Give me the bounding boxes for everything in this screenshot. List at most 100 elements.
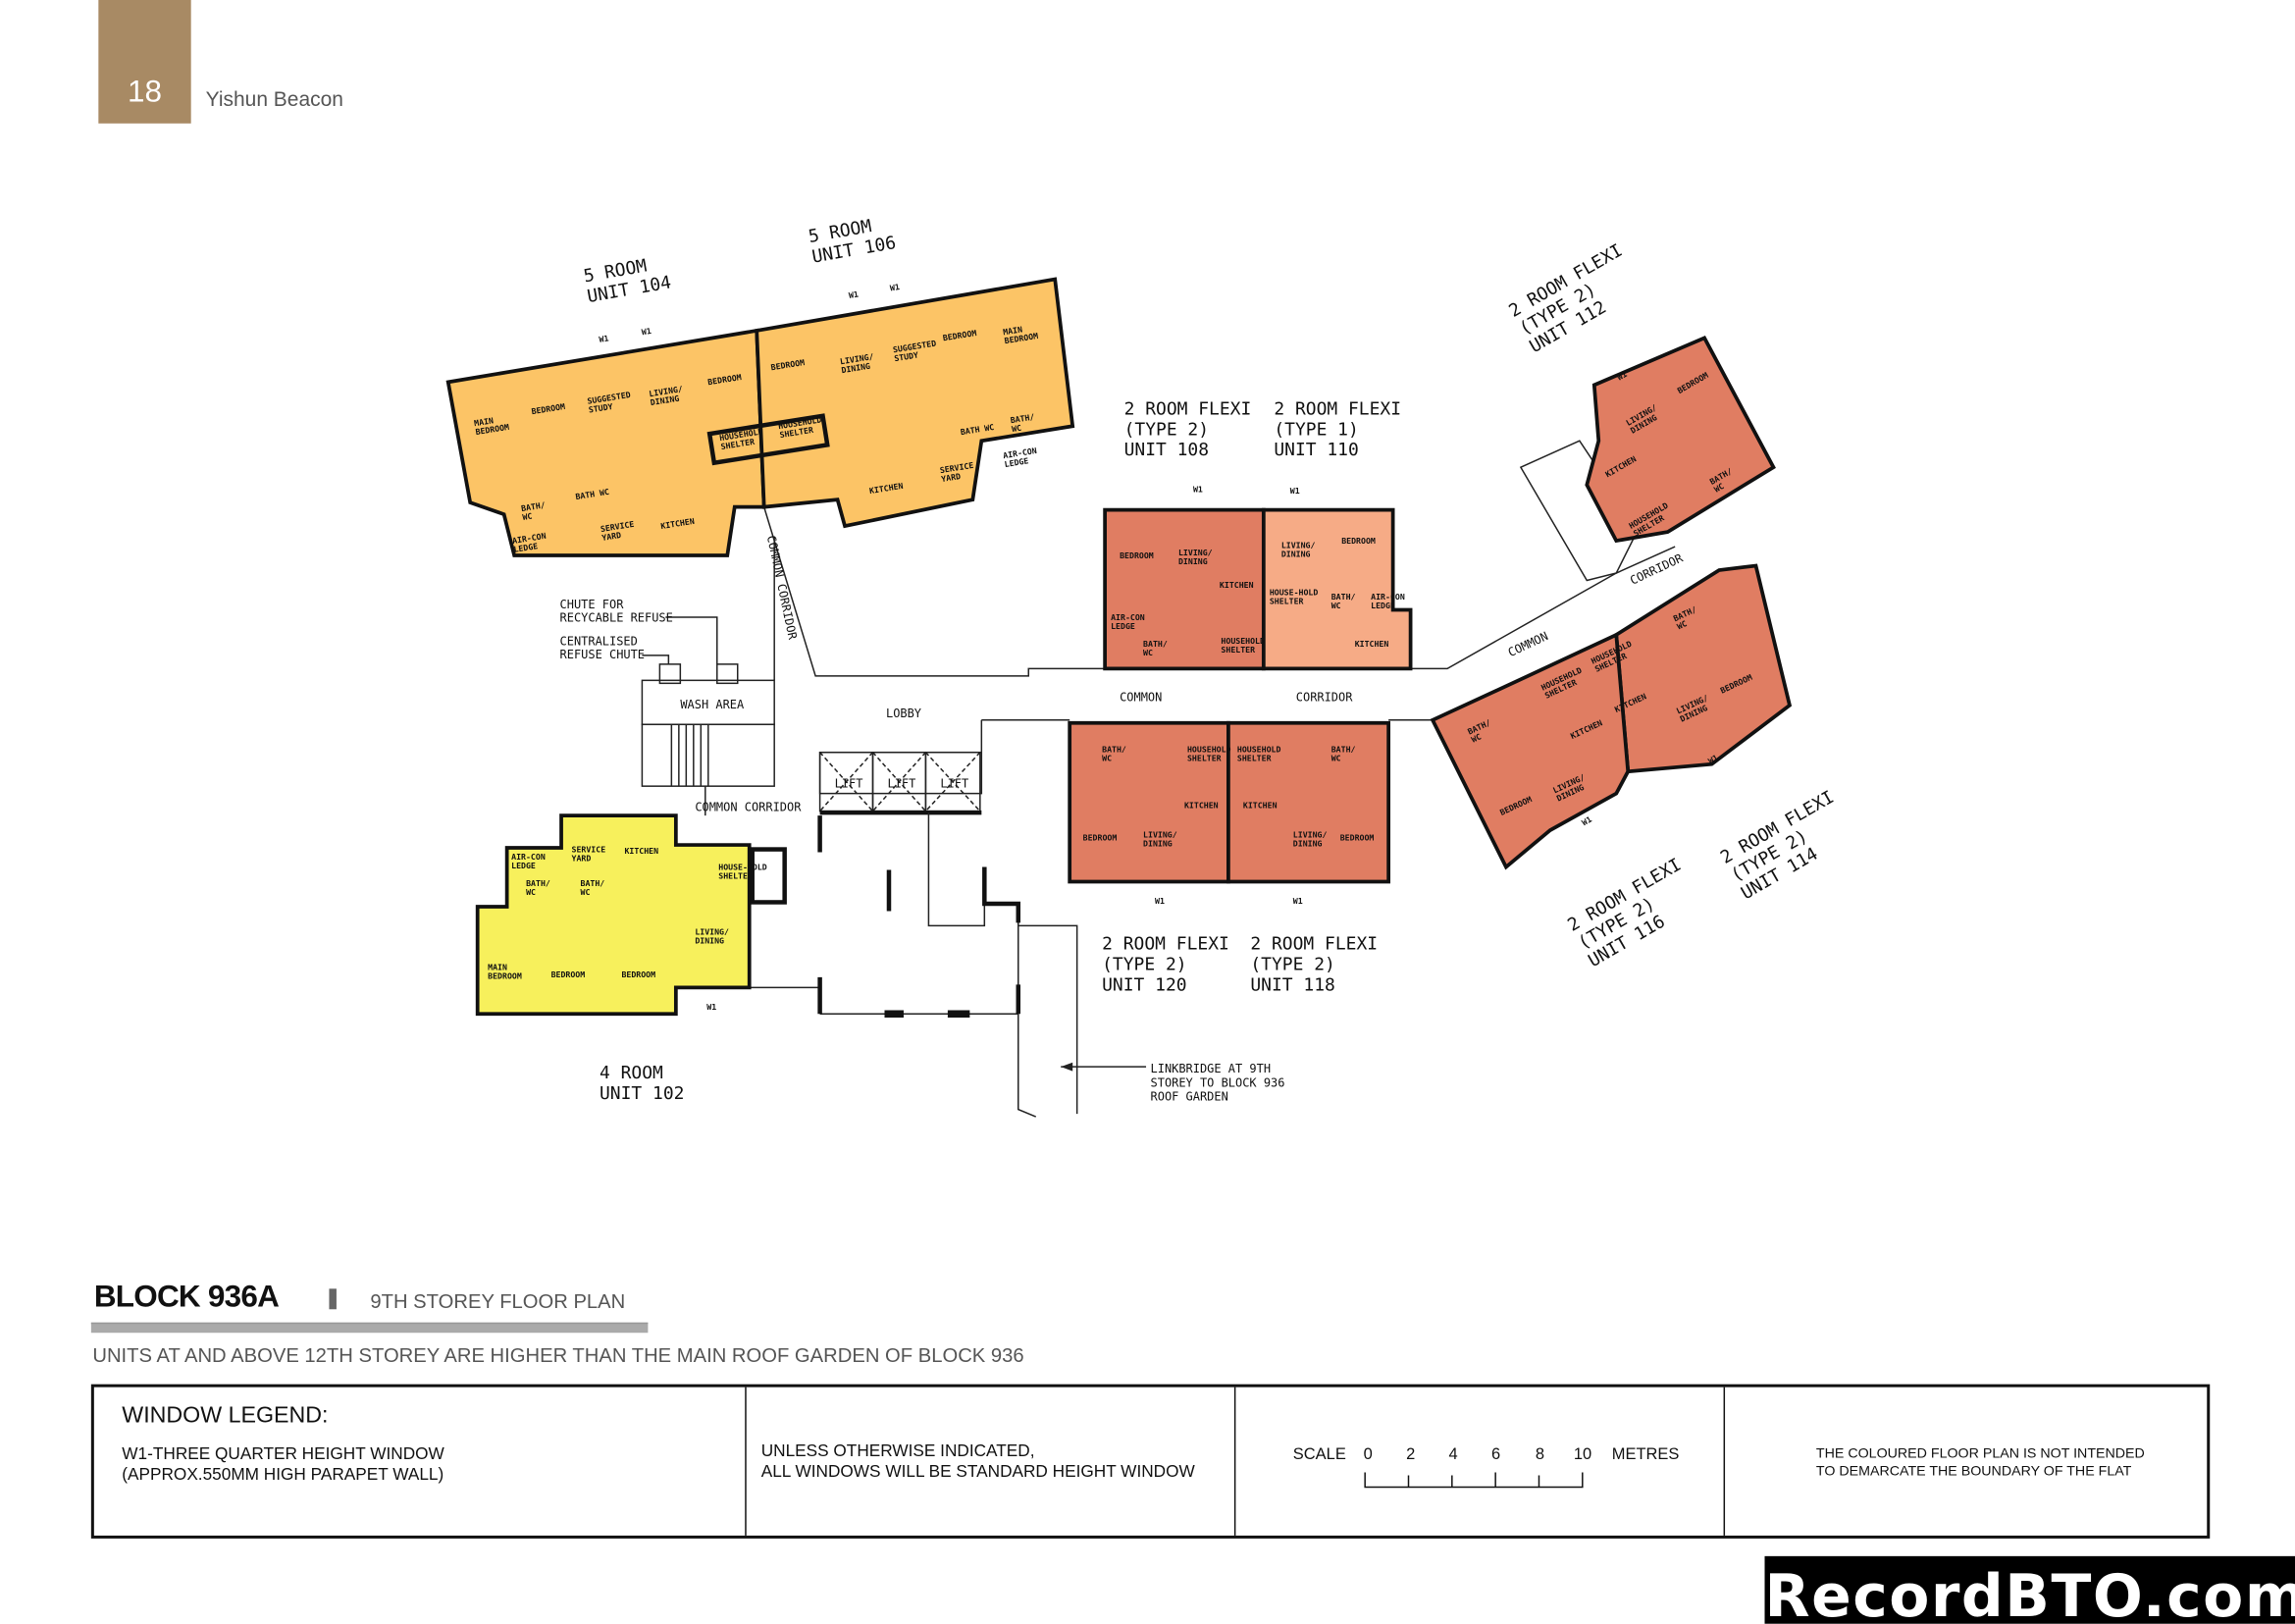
page-number-badge: 18 xyxy=(98,0,191,124)
room-label: BATH/WC xyxy=(1102,745,1126,763)
unit-label: 5 ROOMUNIT 104 xyxy=(582,252,672,307)
lift-label: LIFT xyxy=(887,777,915,791)
room-label: BEDROOM xyxy=(621,969,655,979)
room-label: BATH/WC xyxy=(526,878,550,897)
unit-labels: 5 ROOMUNIT 104 5 ROOMUNIT 106 2 ROOM FLEXI… xyxy=(582,212,1858,1104)
unit-118-area[interactable] xyxy=(1226,720,1391,884)
room-label: SERVICEYARD xyxy=(600,519,636,543)
scale-tick-label: 2 xyxy=(1406,1445,1416,1464)
leader-lines xyxy=(642,536,775,816)
lobby-label: LOBBY xyxy=(886,707,921,720)
disclaimer-cell: THE COLOURED FLOOR PLAN IS NOT INTENDED … xyxy=(1725,1388,2207,1536)
common-label: COMMON xyxy=(1506,629,1550,659)
unit-label: 5 ROOMUNIT 106 xyxy=(807,212,897,267)
window-tag: W1 xyxy=(599,333,609,343)
room-label: BEDROOM xyxy=(551,969,586,979)
unit-102-area[interactable] xyxy=(475,813,752,1017)
unit-label: 2 ROOM FLEXI(TYPE 2)UNIT 112 xyxy=(1505,240,1646,357)
room-label: BATH/WC xyxy=(520,499,547,522)
room-label: LIVING/DINING xyxy=(695,926,729,945)
window-tag: W1 xyxy=(1615,369,1629,383)
unit-114-area[interactable] xyxy=(1614,563,1793,774)
refuse-chute xyxy=(658,663,682,685)
units xyxy=(445,277,1793,1017)
unit-label: 2 ROOM FLEXI(TYPE 1)UNIT 110 xyxy=(1274,398,1401,460)
wall-outline xyxy=(749,812,1078,1118)
room-label: BEDROOM xyxy=(1340,833,1375,843)
room-label: BEDROOM xyxy=(1083,833,1118,843)
room-label: LIVING/DINING xyxy=(1178,548,1213,566)
storey-subtitle: 9TH STOREY FLOOR PLAN xyxy=(370,1289,626,1313)
standard-window-line: ALL WINDOWS WILL BE STANDARD HEIGHT WIND… xyxy=(760,1463,1195,1482)
room-label: LIVING/DINING xyxy=(649,384,685,407)
room-label: KITCHEN xyxy=(624,846,658,856)
scale-tick-label: 8 xyxy=(1535,1445,1545,1464)
watermark-logo: RecordBTO.com xyxy=(1764,1555,2295,1624)
wall xyxy=(817,815,1021,1015)
window-tag: W1 xyxy=(641,326,652,337)
unit-110-area[interactable] xyxy=(1261,507,1413,671)
room-label: KITCHEN xyxy=(1220,580,1254,590)
unit-106-area[interactable] xyxy=(755,277,1075,529)
room-label: LIVING/DINING xyxy=(1281,541,1316,559)
page-number: 18 xyxy=(128,75,162,109)
unit-116-area[interactable] xyxy=(1430,632,1631,870)
unit-112-area[interactable] xyxy=(1585,336,1776,544)
room-label: LIVING/DINING xyxy=(839,351,875,375)
unit-label: 2 ROOM FLEXI(TYPE 2)UNIT 116 xyxy=(1564,855,1705,971)
lift-cross-marks xyxy=(819,752,981,812)
disclaimer-line: TO DEMARCATE THE BOUNDARY OF THE FLAT xyxy=(1815,1463,2132,1480)
scale-tick-label: 6 xyxy=(1490,1445,1501,1464)
window-legend-line: (APPROX.550MM HIGH PARAPET WALL) xyxy=(122,1466,444,1485)
recyclable-chute xyxy=(716,663,739,685)
room-label: AIR-CONLEDGE xyxy=(1003,445,1039,469)
unit-label: 2 ROOM FLEXI(TYPE 2)UNIT 114 xyxy=(1717,787,1858,904)
room-label: BEDROOM xyxy=(1120,550,1154,560)
legend-table: WINDOW LEGEND: W1-THREE QUARTER HEIGHT W… xyxy=(90,1384,2211,1539)
standard-window-line: UNLESS OTHERWISE INDICATED, xyxy=(760,1442,1035,1461)
standard-window-text: UNLESS OTHERWISE INDICATED, ALL WINDOWS … xyxy=(761,1441,1195,1483)
window-legend-cell: WINDOW LEGEND: W1-THREE QUARTER HEIGHT W… xyxy=(94,1387,747,1536)
common-corridor-label: COMMON CORRIDOR xyxy=(695,801,802,814)
room-label: BATH/WC xyxy=(1331,592,1356,610)
corridor-label: CORRIDOR xyxy=(1628,550,1686,587)
wash-area-label: WASH AREA xyxy=(680,698,744,711)
disclaimer-text: THE COLOURED FLOOR PLAN IS NOT INTENDED … xyxy=(1816,1446,2145,1482)
window-tag: W1 xyxy=(1706,753,1720,766)
window-tag: W1 xyxy=(1290,486,1300,496)
lift-label: LIFT xyxy=(835,777,863,791)
window-legend-line: W1-THREE QUARTER HEIGHT WINDOW xyxy=(122,1445,444,1464)
window-tag: W1 xyxy=(1155,896,1165,906)
unit-label: 2 ROOM FLEXI(TYPE 2)UNIT 120 xyxy=(1102,933,1229,995)
staircase-right xyxy=(1519,440,1640,582)
stair-treads xyxy=(670,724,709,787)
room-label: BATH/WC xyxy=(1010,412,1036,435)
unit-104-area[interactable] xyxy=(445,328,766,557)
corridor-label: CORRIDOR xyxy=(1296,690,1353,704)
household-shelter-walls xyxy=(706,413,830,466)
scale-label: SCALE xyxy=(1292,1445,1346,1464)
scale-cell: SCALE 0 2 4 6 8 10 METRES xyxy=(1235,1387,1726,1536)
common-corridor-label: COMMON CORRIDOR xyxy=(764,534,800,641)
room-label: BATH/WC xyxy=(1331,745,1356,763)
window-tag: W1 xyxy=(848,289,859,300)
scale-ruler xyxy=(1364,1472,1584,1489)
window-legend-title: WINDOW LEGEND: xyxy=(122,1403,329,1429)
project-name: Yishun Beacon xyxy=(205,86,343,111)
common-label: COMMON xyxy=(1120,690,1162,704)
window-tag: W1 xyxy=(889,282,900,292)
unit-label: 2 ROOM FLEXI(TYPE 2)UNIT 118 xyxy=(1250,933,1378,995)
window-tag: W1 xyxy=(1193,485,1203,495)
window-legend-text: W1-THREE QUARTER HEIGHT WINDOW (APPROX.5… xyxy=(122,1444,443,1486)
unit-label: 2 ROOM FLEXI(TYPE 2)UNIT 108 xyxy=(1124,398,1252,460)
